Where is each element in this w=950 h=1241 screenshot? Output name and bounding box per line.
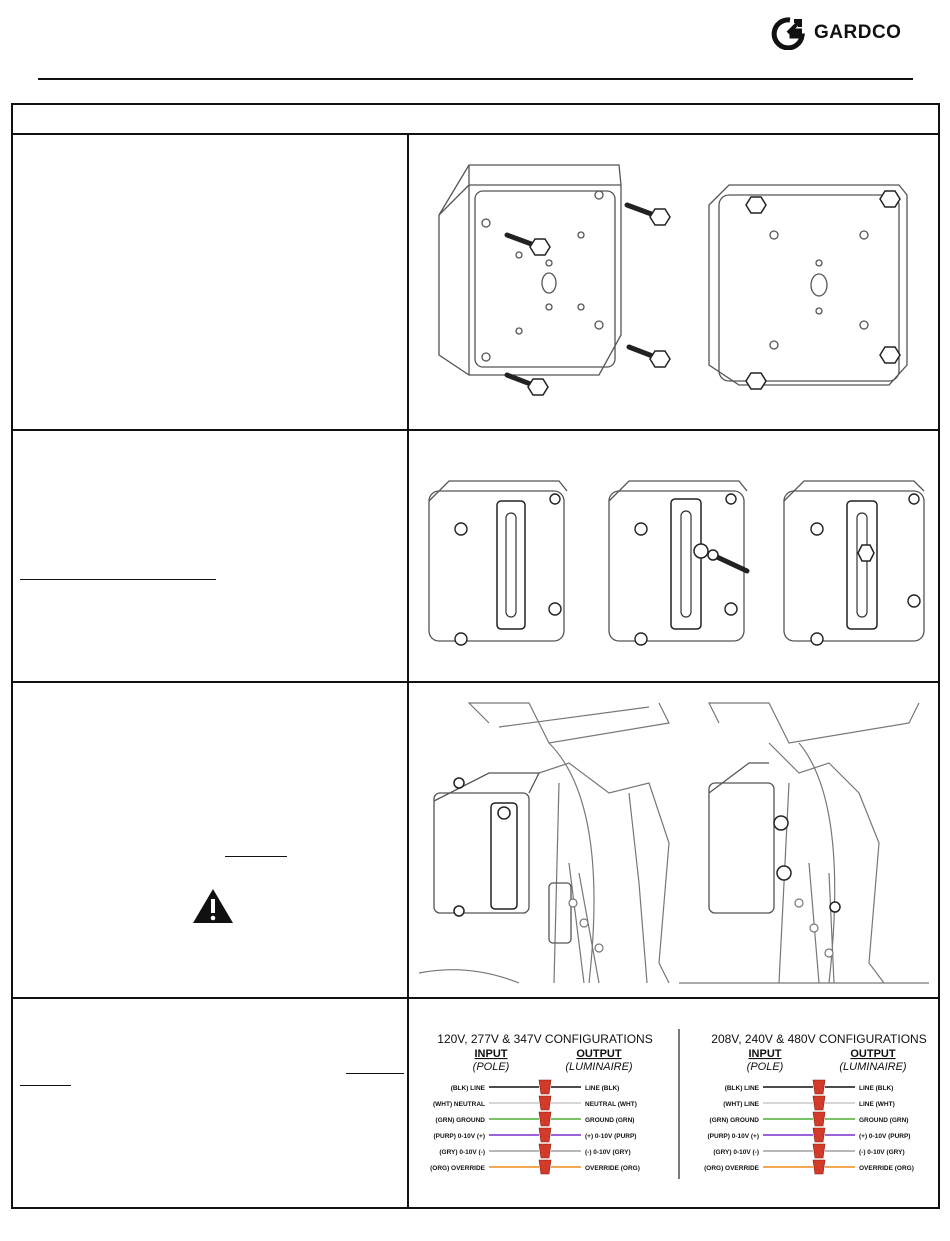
step-row-3 bbox=[13, 683, 938, 999]
step-4-underline-2 bbox=[20, 1085, 71, 1086]
right-output-label: GROUND (GRN) bbox=[859, 1117, 908, 1124]
right-wire-nut-icon bbox=[812, 1159, 826, 1175]
right-output-title: OUTPUT bbox=[850, 1048, 896, 1060]
step-2-text-cell bbox=[13, 431, 409, 681]
left-input-label: (ORG) OVERRIDE bbox=[430, 1165, 486, 1172]
left-output-label: LINE (BLK) bbox=[585, 1085, 619, 1092]
right-wire-nut-icon bbox=[812, 1143, 826, 1159]
left-output-title: OUTPUT bbox=[576, 1048, 622, 1060]
right-input-sub: (POLE) bbox=[747, 1061, 784, 1073]
right-wire-nut-icon bbox=[812, 1111, 826, 1127]
left-output-label: (-) 0-10V (GRY) bbox=[585, 1149, 631, 1156]
step-4-text-cell bbox=[13, 999, 409, 1209]
right-output-label: (+) 0-10V (PURP) bbox=[859, 1133, 910, 1140]
brand-name: GARDCO bbox=[814, 22, 902, 43]
right-wire-nut-icon bbox=[812, 1127, 826, 1143]
step-3-text-cell bbox=[13, 683, 409, 997]
wiring-diagram: 120V, 277V & 347V CONFIGURATIONSINPUT(PO… bbox=[430, 1029, 927, 1179]
table-title-row bbox=[13, 105, 938, 135]
left-config-title: 120V, 277V & 347V CONFIGURATIONS bbox=[437, 1032, 652, 1046]
left-wire-nut-icon bbox=[538, 1079, 552, 1095]
step-row-2 bbox=[13, 431, 938, 683]
right-wire-nut-icon bbox=[812, 1095, 826, 1111]
left-wire-nut-icon bbox=[538, 1143, 552, 1159]
step-3-underline bbox=[225, 856, 287, 857]
left-output-label: NEUTRAL (WHT) bbox=[585, 1101, 637, 1108]
left-input-sub: (POLE) bbox=[473, 1061, 510, 1073]
left-input-label: (GRY) 0-10V (-) bbox=[439, 1149, 485, 1156]
right-output-label: LINE (BLK) bbox=[859, 1085, 893, 1092]
header-rule bbox=[38, 78, 913, 80]
left-input-title: INPUT bbox=[475, 1048, 508, 1060]
left-output-label: GROUND (GRN) bbox=[585, 1117, 634, 1124]
warning-triangle-icon bbox=[193, 889, 233, 923]
right-input-title: INPUT bbox=[749, 1048, 782, 1060]
right-output-label: LINE (WHT) bbox=[859, 1101, 895, 1108]
left-input-label: (PURP) 0-10V (+) bbox=[434, 1133, 485, 1140]
left-output-sub: (LUMINAIRE) bbox=[565, 1061, 633, 1073]
step-1-text-cell bbox=[13, 135, 409, 429]
step-3-illustration bbox=[409, 683, 938, 997]
right-output-label: OVERRIDE (ORG) bbox=[859, 1165, 914, 1172]
left-wire-nut-icon bbox=[538, 1159, 552, 1175]
right-wire-nut-icon bbox=[812, 1079, 826, 1095]
step-2-underline bbox=[20, 579, 216, 580]
left-input-label: (WHT) NEUTRAL bbox=[433, 1101, 485, 1108]
left-wire-nut-icon bbox=[538, 1127, 552, 1143]
right-output-label: (-) 0-10V (GRY) bbox=[859, 1149, 905, 1156]
left-output-label: OVERRIDE (ORG) bbox=[585, 1165, 640, 1172]
step-row-1 bbox=[13, 135, 938, 431]
left-wire-nut-icon bbox=[538, 1111, 552, 1127]
step-2-illustration bbox=[409, 431, 938, 681]
step-1-illustration bbox=[409, 135, 938, 429]
left-output-label: (+) 0-10V (PURP) bbox=[585, 1133, 636, 1140]
step-4-underline-1 bbox=[346, 1073, 404, 1074]
left-input-label: (GRN) GROUND bbox=[436, 1117, 486, 1124]
right-output-sub: (LUMINAIRE) bbox=[839, 1061, 907, 1073]
brand-logo: GARDCO bbox=[768, 16, 901, 50]
left-wire-nut-icon bbox=[538, 1095, 552, 1111]
right-input-label: (PURP) 0-10V (+) bbox=[708, 1133, 759, 1140]
right-input-label: (ORG) OVERRIDE bbox=[704, 1165, 760, 1172]
right-input-label: (GRN) GROUND bbox=[710, 1117, 760, 1124]
right-config-title: 208V, 240V & 480V CONFIGURATIONS bbox=[711, 1032, 926, 1046]
gardco-logo-icon bbox=[771, 17, 805, 50]
left-input-label: (BLK) LINE bbox=[451, 1085, 486, 1092]
right-input-label: (WHT) LINE bbox=[723, 1101, 759, 1108]
right-input-label: (GRY) 0-10V (-) bbox=[713, 1149, 759, 1156]
right-input-label: (BLK) LINE bbox=[725, 1085, 760, 1092]
